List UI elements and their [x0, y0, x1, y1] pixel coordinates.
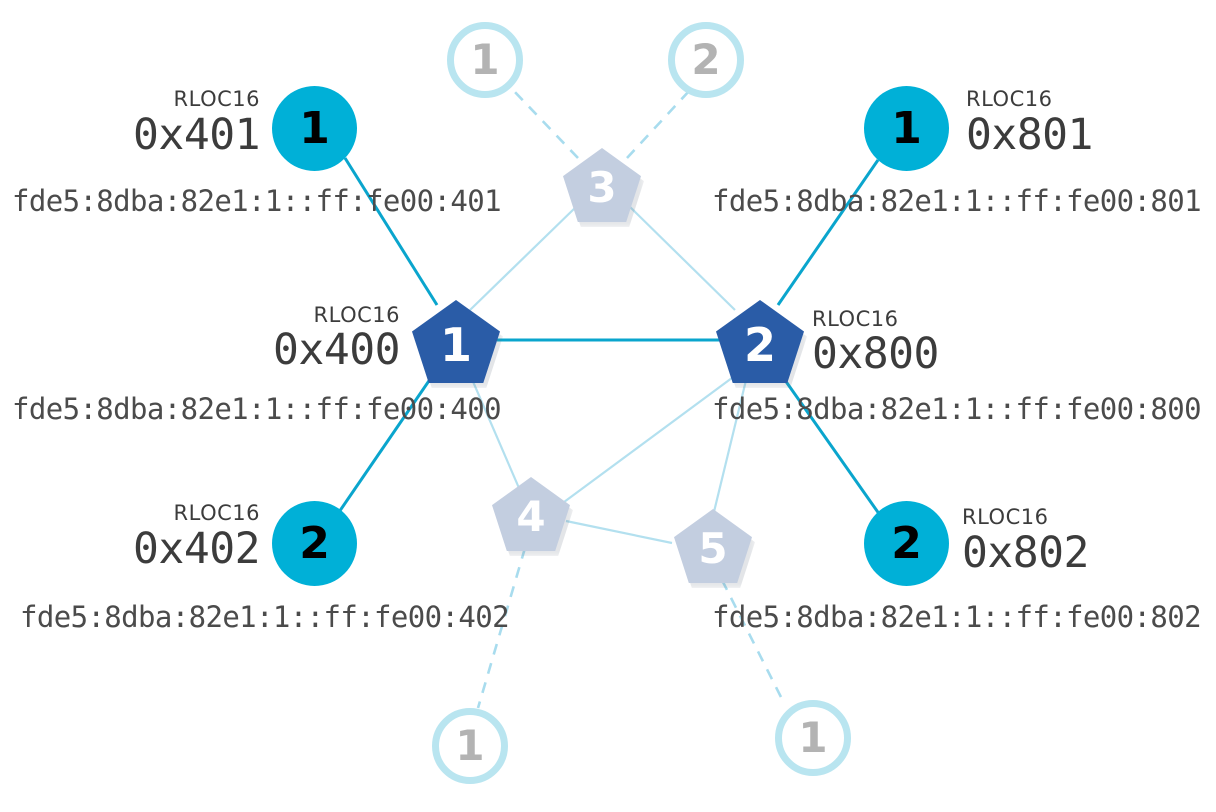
- node-numeral: 2: [743, 317, 776, 372]
- node-numeral: 5: [698, 524, 728, 573]
- rloc16-value-0x402: 0x402: [133, 524, 260, 574]
- rloc16-title-0x800: RLOC16: [812, 307, 899, 331]
- faded-router-5[interactable]: 5: [674, 509, 755, 588]
- faded-router-3[interactable]: 3: [563, 148, 644, 227]
- faded-child-top-right[interactable]: 2: [668, 22, 744, 98]
- faded-router-4[interactable]: 4: [492, 477, 573, 556]
- node-numeral: 2: [691, 35, 721, 84]
- router-node-0x800[interactable]: 2: [716, 300, 807, 388]
- link-faded3-fadedchild-topleft: [512, 89, 579, 159]
- child-node-0x402[interactable]: 2: [272, 501, 357, 586]
- node-numeral: 1: [439, 317, 472, 372]
- link-faded4-fadedchild-botleft: [476, 547, 527, 709]
- child-node-0x802[interactable]: 2: [864, 501, 949, 586]
- rloc16-value-0x801: 0x801: [966, 110, 1093, 160]
- link-faded3-fadedchild-topright: [626, 89, 691, 159]
- child-node-0x801[interactable]: 1: [864, 86, 949, 171]
- faded-child-bottom-left[interactable]: 1: [432, 708, 508, 784]
- faded-child-top-left[interactable]: 1: [447, 22, 523, 98]
- node-numeral: 2: [891, 517, 922, 569]
- ipv6-address-0x402: fde5:8dba:82e1:1::ff:fe00:402: [20, 600, 510, 634]
- ipv6-address-0x400: fde5:8dba:82e1:1::ff:fe00:400: [12, 392, 502, 426]
- node-numeral: 1: [299, 102, 330, 154]
- node-numeral: 4: [516, 492, 546, 541]
- rloc16-title-0x402: RLOC16: [173, 501, 260, 525]
- node-numeral: 3: [587, 163, 617, 212]
- link-faded5-fadedchild-botright: [720, 579, 787, 706]
- rloc16-value-0x401: 0x401: [133, 110, 260, 160]
- link-faded3-router800: [627, 204, 736, 311]
- link-router400-faded3: [469, 204, 579, 311]
- rloc16-value-0x800: 0x800: [812, 329, 939, 379]
- link-router400-faded4: [466, 369, 524, 496]
- link-child402-router400: [335, 371, 437, 516]
- rloc16-value-0x400: 0x400: [273, 325, 400, 375]
- child-node-0x401[interactable]: 1: [272, 86, 357, 171]
- link-child401-router400: [343, 157, 439, 306]
- node-numeral: 1: [798, 713, 828, 762]
- router-node-0x400[interactable]: 1: [412, 300, 503, 388]
- ipv6-address-0x801: fde5:8dba:82e1:1::ff:fe00:801: [712, 184, 1202, 218]
- rloc16-title-0x401: RLOC16: [173, 87, 260, 111]
- rloc16-title-0x400: RLOC16: [313, 303, 400, 327]
- ipv6-address-0x800: fde5:8dba:82e1:1::ff:fe00:800: [712, 392, 1202, 426]
- faded-child-bottom-right[interactable]: 1: [775, 700, 851, 776]
- node-numeral: 1: [891, 102, 922, 154]
- link-faded4-faded5: [565, 519, 673, 545]
- link-child801-router800: [776, 159, 880, 306]
- ipv6-address-0x802: fde5:8dba:82e1:1::ff:fe00:802: [712, 600, 1202, 634]
- rloc16-value-0x802: 0x802: [962, 528, 1089, 578]
- node-numeral: 1: [455, 721, 485, 770]
- link-router800-faded4: [559, 371, 741, 506]
- rloc16-title-0x802: RLOC16: [962, 505, 1049, 529]
- rloc16-title-0x801: RLOC16: [966, 87, 1053, 111]
- node-numeral: 1: [470, 35, 500, 84]
- link-child802-router800: [778, 372, 884, 519]
- node-numeral: 2: [299, 517, 330, 569]
- ipv6-address-0x401: fde5:8dba:82e1:1::ff:fe00:401: [12, 184, 502, 218]
- link-router800-faded5: [710, 371, 750, 521]
